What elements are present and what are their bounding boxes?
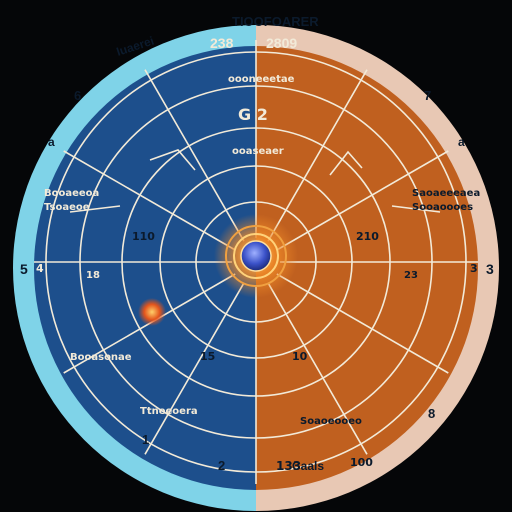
rim-upper-left-numeral: 6	[74, 88, 81, 103]
left-small-number: 4	[36, 262, 44, 275]
rim-top-right-year: 2809	[266, 35, 297, 51]
top-band-label: oooneeetae	[228, 74, 295, 85]
sun-marker	[138, 298, 166, 326]
rim-upper-right-numeral: 7	[424, 88, 431, 103]
rim-top-left-year: 238	[210, 35, 234, 51]
left-lower-number: 15	[200, 350, 215, 363]
spoke-11	[267, 69, 368, 242]
spoke-9	[144, 69, 245, 242]
left-block-2: Tsoaeoe	[44, 202, 90, 213]
left-lower-block: Booasonae	[70, 352, 132, 363]
right-bottom-block: Soaoeooeo	[300, 416, 362, 427]
tick-right	[391, 205, 441, 213]
rim-right-numeral: 3	[486, 261, 494, 277]
spoke-5	[144, 282, 245, 455]
spoke-12	[276, 150, 449, 251]
spoke-3	[267, 282, 368, 455]
right-block-1: Saoaeeeaea	[412, 188, 480, 199]
center-ring-outer	[225, 225, 287, 287]
rim-left-upper-a: a	[48, 135, 55, 149]
spoke-8	[63, 150, 236, 251]
rim-left-numeral: 5	[20, 261, 28, 277]
right-mid-number: 210	[356, 230, 379, 243]
left-block-1: Booaeeoa	[44, 188, 99, 199]
rim-bottom-right-label: Caals	[292, 459, 324, 473]
rim-bottom-left-numeral: 1	[142, 432, 149, 447]
tick-left	[69, 205, 121, 213]
zigzag-left	[149, 149, 196, 171]
disk-right-half	[256, 46, 478, 490]
center-ring-inner	[233, 233, 279, 279]
left-bottom-block: Ttneeoera	[140, 406, 198, 417]
right-block-2: Sooaoooes	[412, 202, 473, 213]
disk-left-half	[34, 46, 256, 490]
right-small-number: 3	[470, 262, 478, 275]
main-disk	[34, 46, 478, 490]
bottom-number: 133	[276, 459, 301, 473]
rim-top-label: TIOOFOARER	[232, 14, 319, 29]
center-tag-label: ooaseaer	[232, 146, 284, 157]
mid-left-small: 18	[86, 270, 100, 281]
bottom-right-number: 100	[350, 456, 373, 469]
center-top-label: G 2	[238, 105, 268, 124]
rim-bottom-right-numeral: 8	[428, 406, 435, 421]
segment-lines	[69, 149, 441, 213]
mid-right-small: 23	[404, 270, 418, 281]
center-core	[240, 240, 272, 272]
zigzag-right	[329, 150, 363, 176]
left-mid-number: 110	[132, 230, 155, 243]
spoke-2	[276, 273, 449, 374]
rim-bottom-center-numeral: 2	[218, 458, 225, 473]
inner-label-group: G 2 ooaseaer oooneeetae 110 210 15 10 13…	[36, 74, 480, 473]
radial-spokes	[34, 40, 478, 484]
right-lower-number: 10	[292, 350, 308, 363]
rim-right-upper-a: a	[458, 135, 465, 149]
